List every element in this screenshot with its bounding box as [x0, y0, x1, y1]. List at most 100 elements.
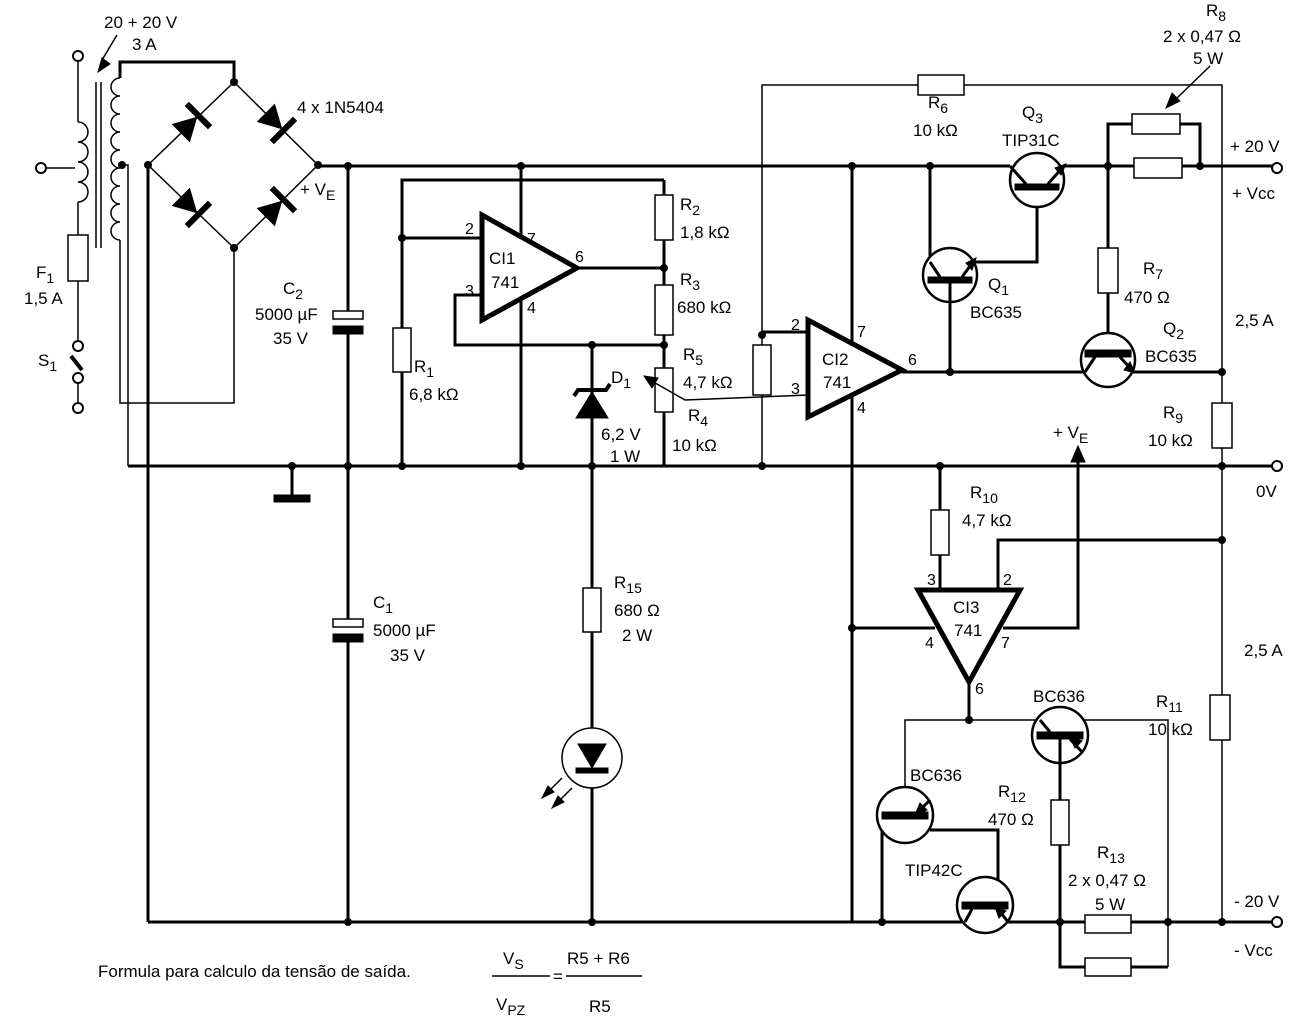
r13-ref: R13: [1097, 843, 1125, 866]
q1-type: BC635: [970, 303, 1022, 322]
ci2-pin6: 6: [908, 352, 917, 369]
bc636-bottom-type: BC636: [910, 766, 962, 785]
light-emission-icon: [540, 777, 573, 810]
r8-value: 2 x 0,47 Ω: [1163, 27, 1241, 46]
ci1-pin7: 7: [527, 231, 536, 248]
r8-power: 5 W: [1193, 49, 1223, 68]
resistor-r5: [752, 344, 772, 396]
capacitor-c1: [332, 618, 364, 628]
ci3-pin4: 4: [925, 635, 934, 652]
resistor-r9: [1211, 402, 1233, 449]
r13-value: 2 x 0,47 Ω: [1068, 871, 1146, 890]
ci2-pin7: 7: [857, 324, 866, 341]
resistor-r10: [930, 509, 950, 556]
d1-ref: D1: [611, 368, 631, 391]
ci2-pin4: 4: [857, 400, 866, 417]
q3-type: TIP31C: [1002, 131, 1060, 150]
output-pos-voltage: + 20 V: [1230, 137, 1280, 156]
r1-ref: R1: [414, 357, 434, 380]
r9-ref: R9: [1163, 403, 1183, 426]
switch-terminal: [72, 372, 84, 384]
zener-diode-d1: [572, 382, 612, 419]
resistor-r2: [654, 194, 674, 241]
ci1-pin2: 2: [465, 221, 474, 238]
resistor-r3: [654, 284, 674, 336]
r3-ref: R3: [680, 270, 700, 293]
mains-terminal-top: [72, 50, 84, 62]
r5-value: 4,7 kΩ: [683, 373, 733, 392]
q3-ref: Q3: [1022, 103, 1043, 126]
output-terminal-zero[interactable]: [1271, 460, 1283, 472]
transistor-bc636-bottom: [875, 785, 1000, 922]
r15-ref: R15: [614, 573, 642, 596]
c2-ref: C2: [283, 279, 303, 302]
ve-label: + VE: [1053, 423, 1088, 446]
r4-value: 10 kΩ: [672, 436, 717, 455]
r4-ref: R4: [688, 406, 708, 429]
ci3-ref: CI3: [953, 598, 979, 617]
transistor-q1: [921, 246, 979, 372]
output-pos-current: 2,5 A: [1235, 311, 1274, 330]
c2-value: 5000 µF: [255, 305, 318, 324]
fuse-value: 1,5 A: [24, 289, 63, 308]
d1-value: 6,2 V: [601, 425, 641, 444]
transformer-secondary: [110, 60, 236, 466]
output-voltage-formula: Formula para calculo da tensão de saída.…: [98, 949, 642, 1018]
ci1-pin4: 4: [527, 300, 536, 317]
r6-value: 10 kΩ: [913, 121, 958, 140]
mains-terminal-bottom: [72, 402, 84, 414]
output-pos-name: + Vcc: [1232, 184, 1275, 203]
r12-value: 470 Ω: [988, 810, 1034, 829]
r2-ref: R2: [680, 195, 700, 218]
resistor-r6: [917, 74, 965, 96]
resistor-r15: [582, 587, 602, 633]
output-terminal-negative[interactable]: [1271, 916, 1283, 928]
output-neg-current: 2,5 A: [1244, 641, 1283, 660]
formula-lhs-numerator: VS: [503, 949, 524, 972]
resistor-r1: [392, 327, 412, 373]
ci2-ref: CI2: [822, 350, 848, 369]
fuse-f1: [67, 234, 89, 282]
ci1-ref: CI1: [489, 249, 515, 268]
arrow-up-icon: [1070, 444, 1086, 463]
switch-s1[interactable]: [69, 354, 84, 372]
potentiometer-r4: [654, 367, 674, 413]
tip42c-type: TIP42C: [905, 861, 963, 880]
transistor-q2: [1079, 331, 1137, 389]
resistor-r13a: [1084, 914, 1132, 934]
transformer-primary: [46, 62, 89, 402]
r12-ref: R12: [998, 782, 1026, 805]
mains-terminal-mid: [35, 162, 47, 174]
ci2-pin2: 2: [791, 317, 800, 334]
formula-rhs-denominator: R5: [589, 997, 611, 1016]
r11-ref: R11: [1156, 692, 1183, 715]
r7-value: 470 Ω: [1124, 288, 1170, 307]
output-terminal-positive[interactable]: [1271, 162, 1283, 174]
ci3-pin6: 6: [975, 681, 984, 698]
r13-power: 5 W: [1095, 895, 1125, 914]
q2-type: BC635: [1145, 347, 1197, 366]
formula-lhs-denominator: VPZ: [496, 995, 526, 1018]
resistor-r7: [1097, 247, 1119, 294]
bridge-value: 4 x 1N5404: [297, 98, 384, 117]
r8-ref: R8: [1206, 1, 1226, 24]
ci3-type: 741: [954, 621, 982, 640]
ground-icon: [273, 494, 311, 503]
formula-equals: =: [553, 967, 563, 986]
output-zero-label: 0V: [1256, 482, 1277, 501]
transistor-bc636-top: [1030, 705, 1090, 922]
bc636-top-type: BC636: [1033, 687, 1085, 706]
r1-value: 6,8 kΩ: [409, 385, 459, 404]
c1-ref: C1: [373, 593, 393, 616]
arrow-icon: [1165, 92, 1181, 110]
d1-power: 1 W: [610, 447, 640, 466]
switch-terminal: [72, 340, 84, 352]
formula-caption: Formula para calculo da tensão de saída.: [98, 962, 411, 981]
ci2-type: 741: [823, 373, 851, 392]
opamp-ci1: [479, 210, 583, 325]
r9-value: 10 kΩ: [1148, 431, 1193, 450]
r10-ref: R10: [970, 483, 998, 506]
bridge-ve-label: + VE: [300, 180, 335, 203]
output-neg-voltage: - 20 V: [1234, 892, 1280, 911]
r15-power: 2 W: [622, 626, 652, 645]
